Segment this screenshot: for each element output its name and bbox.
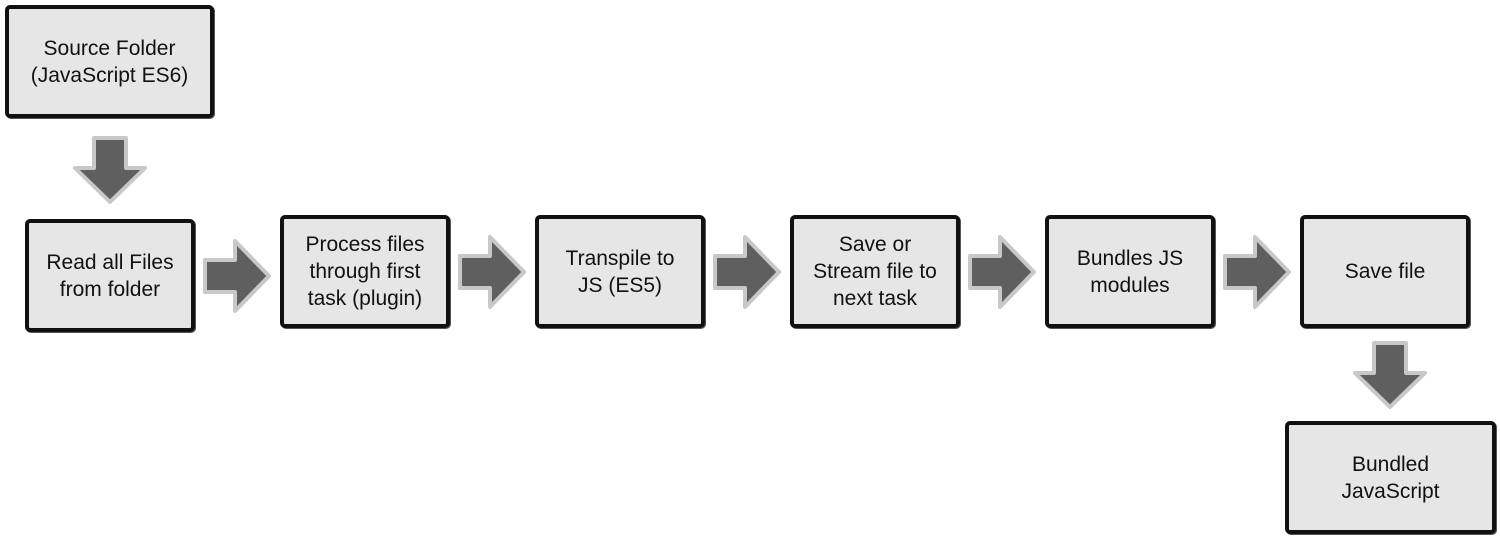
- arrow-right-icon: [713, 235, 781, 309]
- arrow-right-icon: [968, 235, 1036, 309]
- node-process-files: Process files through first task (plugin…: [280, 215, 450, 328]
- node-save-or-stream: Save or Stream file to next task: [790, 215, 960, 328]
- arrow-right-icon: [458, 235, 526, 309]
- arrow-down-icon: [73, 136, 147, 204]
- arrow-right-icon: [1223, 235, 1291, 309]
- arrow-right-icon: [203, 239, 271, 313]
- node-bundles-modules: Bundles JS modules: [1045, 215, 1215, 328]
- node-read-files: Read all Files from folder: [25, 219, 195, 332]
- arrow-down-icon: [1353, 341, 1427, 409]
- node-bundled-javascript: Bundled JavaScript: [1285, 421, 1496, 534]
- node-source-folder: Source Folder (JavaScript ES6): [5, 5, 214, 118]
- node-save-file: Save file: [1300, 215, 1470, 328]
- node-transpile: Transpile to JS (ES5): [535, 215, 705, 328]
